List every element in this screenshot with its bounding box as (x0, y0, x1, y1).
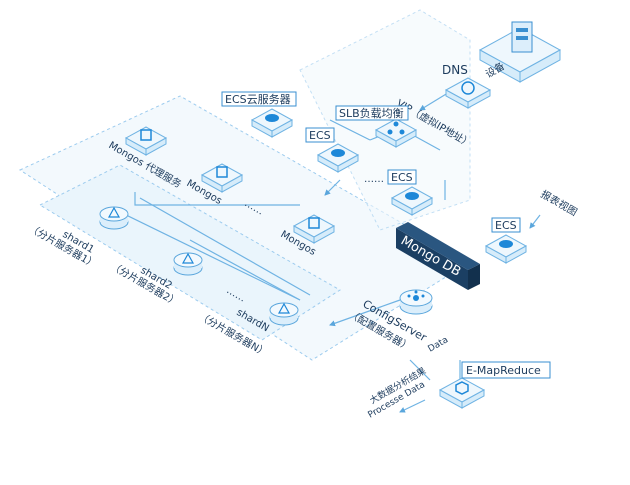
ecs-b-label-box (387, 169, 417, 185)
slb-label-box (335, 105, 409, 121)
ecs-cloud-node: ECS云服务器 (221, 91, 297, 138)
ecs-right-node: ECS (484, 217, 528, 264)
report-view-label: 报表视图 (539, 187, 580, 218)
hub-icon (407, 290, 425, 301)
ecs-cloud-label-box (221, 91, 297, 107)
dns-label: DNS (442, 63, 468, 77)
ecs-right-label: ECS (495, 219, 517, 232)
emr-label-box (461, 361, 551, 379)
ecs-ellipsis: …… (364, 174, 384, 185)
server-rack-icon (511, 21, 533, 53)
cloud-icon (499, 240, 513, 248)
slb-node: SLB负载均衡 (335, 105, 418, 148)
network-icon (387, 121, 405, 135)
slb-label: SLB负载均衡 (339, 106, 404, 120)
pen-icon (181, 252, 195, 264)
ecs-cloud-label: ECS云服务器 (225, 93, 291, 106)
chip-icon (216, 166, 228, 178)
hexagon-node-icon (455, 381, 469, 395)
connection-lines (119, 87, 541, 413)
pen-icon (277, 302, 291, 314)
emr-label: E-MapReduce (466, 364, 541, 377)
data-label: Data (427, 335, 451, 354)
ecs-b-label: ECS (391, 171, 413, 184)
cloud-icon (331, 149, 345, 157)
ecs-a-label: ECS (309, 129, 331, 142)
chip-icon (308, 217, 320, 229)
ecs-node-a: ECS (305, 127, 360, 173)
ecs-node-b: ECS …… (364, 169, 434, 216)
dns-server-group (478, 21, 562, 83)
emr-node: E-MapReduce (438, 361, 551, 409)
cloud-icon (405, 192, 419, 200)
globe-icon (461, 81, 475, 95)
cloud-icon (265, 114, 279, 122)
ecs-a-label-box (305, 127, 335, 143)
ecs-right-label-box (491, 217, 521, 233)
chip-icon (140, 129, 152, 141)
pen-icon (107, 206, 121, 218)
